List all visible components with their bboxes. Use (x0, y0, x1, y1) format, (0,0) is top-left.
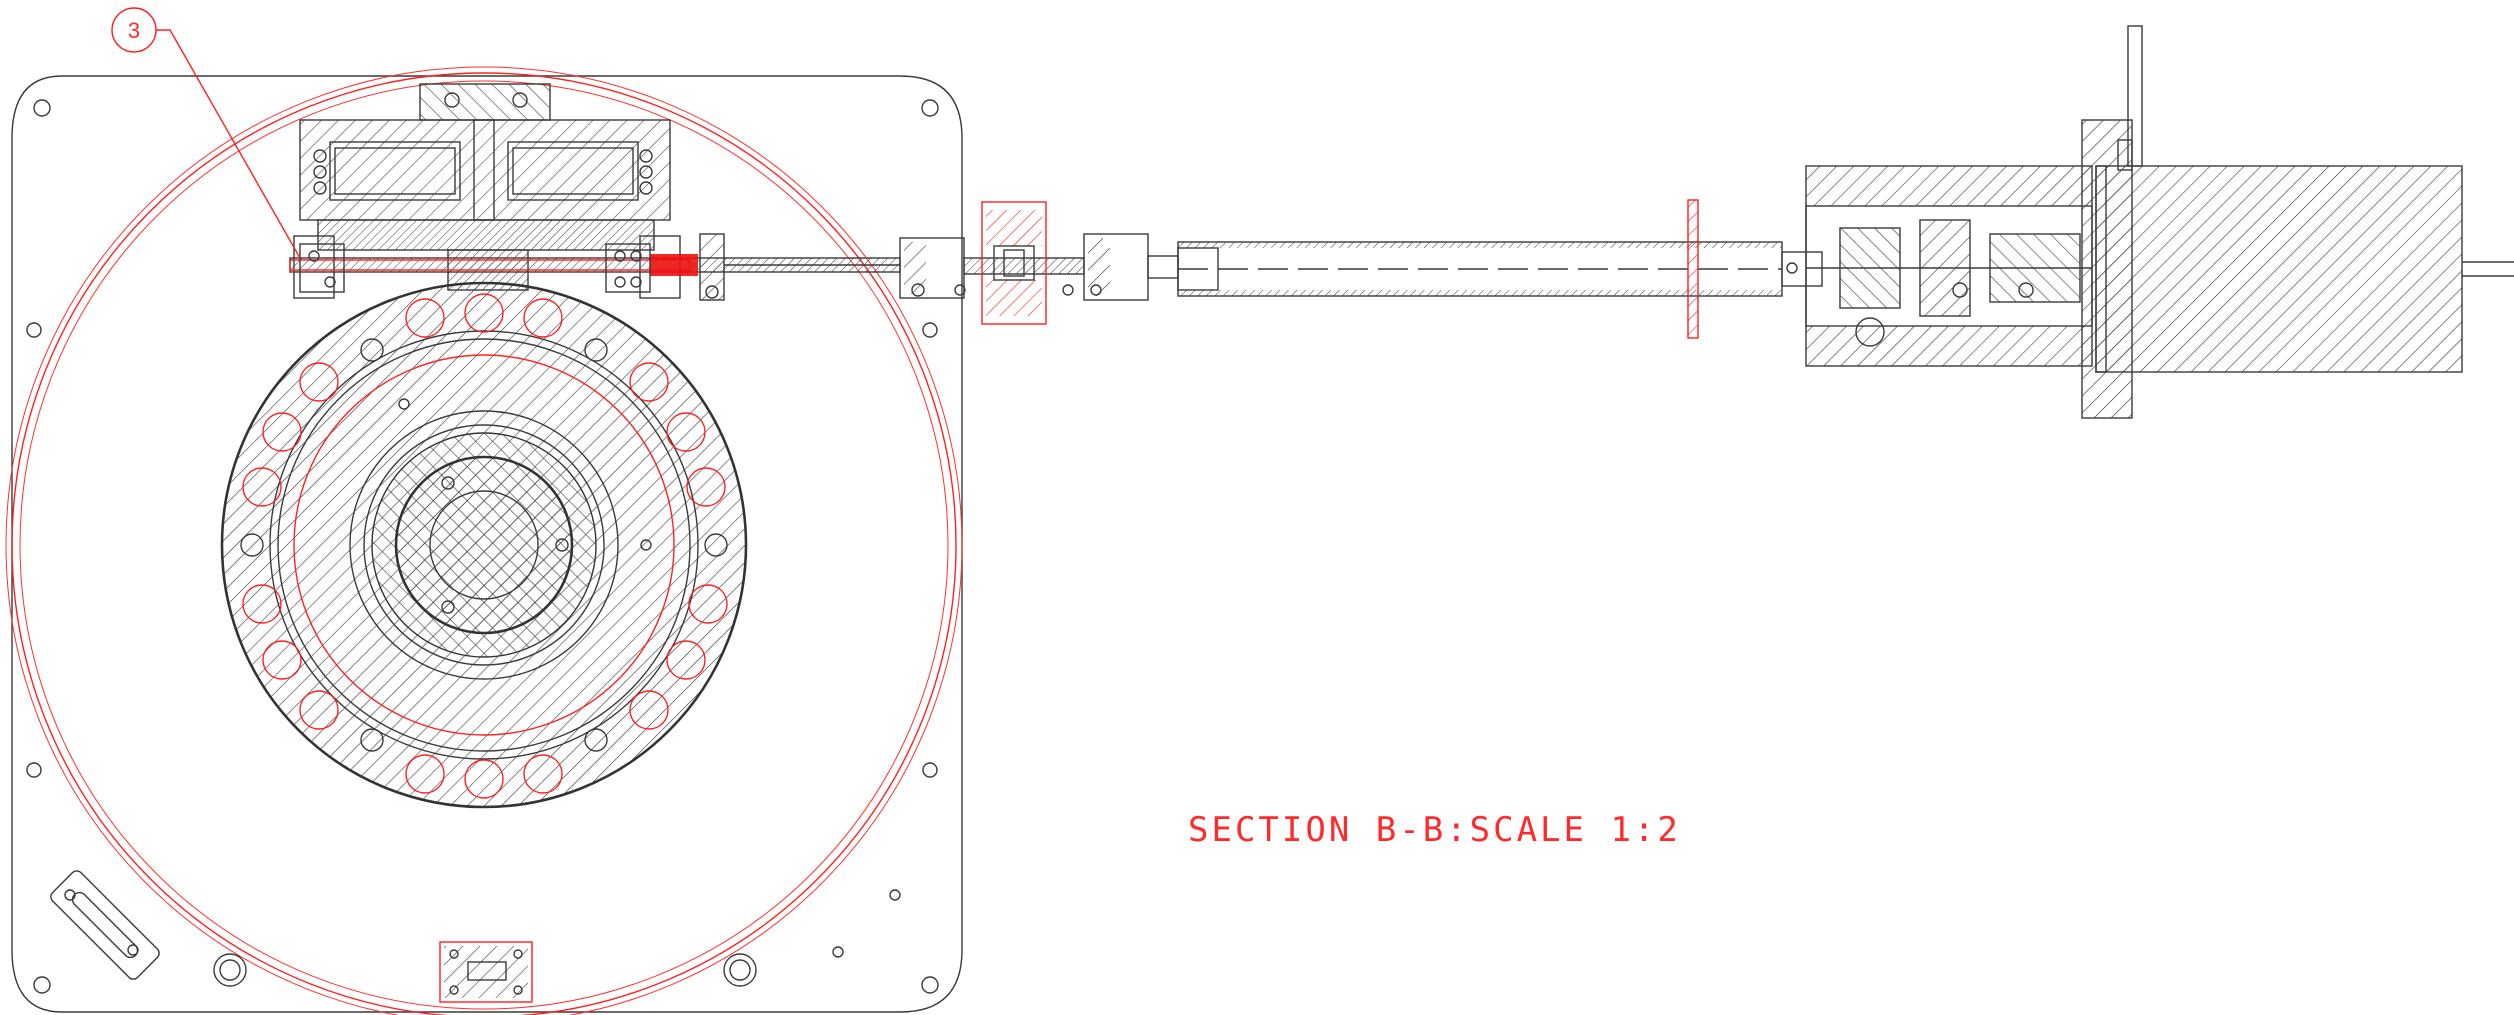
mounting-holes (26, 99, 939, 994)
bottom-block (439, 941, 533, 1003)
long-tube (1177, 199, 1783, 339)
bottom-bolts (213, 953, 757, 987)
envelope-circles (5, 66, 963, 1015)
housing-plate (11, 75, 963, 1013)
balloon-label: 3 (128, 18, 140, 43)
drive-shaft (289, 233, 901, 301)
bearing-ring (220, 281, 748, 809)
middle-coupling (899, 201, 1179, 325)
section-title: SECTION B-B:SCALE 1:2 (1188, 810, 1681, 850)
rolling-elements (240, 293, 728, 799)
motor-block (293, 83, 681, 299)
right-actuator (1781, 25, 2514, 419)
slot-feature (50, 870, 160, 980)
balloon-3: 3 (111, 7, 301, 259)
